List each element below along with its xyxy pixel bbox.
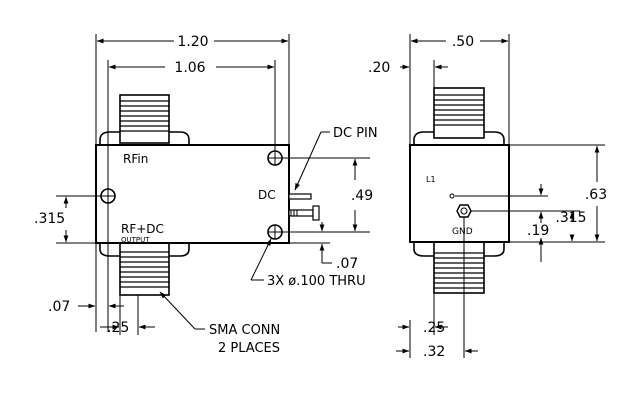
label-rf-in: RFin (123, 152, 148, 166)
label-output: OUTPUT (121, 236, 150, 244)
dc-pin (288, 193, 312, 200)
dim-gnd-height-label: .315 (555, 210, 586, 226)
dim-left-hole-height: .315 (34, 195, 101, 244)
dim-left-offset: .07 (48, 203, 124, 332)
callout-holes-label: 3X ø.100 THRU (267, 274, 366, 289)
dim-l1-to-gnd-label: .19 (527, 223, 549, 239)
dim-dc-pin-height: .49 (282, 157, 373, 233)
dim-connector-offset: .20 (368, 60, 448, 88)
dim-side-connector-width: .25 (398, 293, 448, 336)
dim-overall-width-label: 1.20 (177, 34, 208, 50)
dim-bottom-offset-label: .07 (336, 256, 358, 272)
dc-screw (288, 205, 320, 221)
dim-gnd-height: .315 (471, 210, 587, 242)
dim-gnd-offset: .32 (396, 217, 478, 360)
dim-hole-spacing: 1.06 (107, 60, 276, 189)
dim-dc-pin-height-label: .49 (351, 188, 373, 204)
label-rf-dc: RF+DC (121, 222, 164, 236)
label-l1: L1 (426, 175, 436, 184)
gnd-terminal (456, 204, 472, 218)
side-top-connector (413, 87, 505, 147)
side-bottom-connector (413, 240, 505, 294)
mounting-hole-left (100, 188, 116, 204)
dim-left-hole-height-label: .315 (34, 211, 65, 227)
label-gnd: GND (452, 227, 473, 237)
callout-sma-line2: 2 PLACES (218, 341, 280, 356)
top-sma-connector (99, 94, 190, 147)
dim-side-height-label: .63 (585, 187, 607, 203)
dim-hole-spacing-label: 1.06 (174, 60, 205, 76)
dim-side-height: .63 (509, 144, 607, 243)
callout-dc-pin: DC PIN (294, 126, 378, 191)
dim-left-offset-label: .07 (48, 299, 70, 315)
dim-l1-to-gnd: .19 (455, 184, 549, 262)
front-view: RFin DC RF+DC OUTPUT 1.20 1.06 DC PIN (34, 34, 378, 356)
callout-holes: 3X ø.100 THRU (250, 238, 366, 289)
mounting-hole-top-right (267, 150, 283, 166)
dim-connector-width: .25 (100, 295, 155, 336)
label-dc: DC (258, 188, 276, 202)
callout-sma-line1: SMA CONN (209, 323, 280, 338)
l1-point (449, 193, 455, 199)
callout-dc-pin-label: DC PIN (333, 126, 378, 141)
dim-connector-width-label: .25 (107, 320, 129, 336)
dim-overall-width: 1.20 (95, 34, 290, 145)
dim-connector-offset-label: .20 (368, 60, 390, 76)
mounting-hole-bottom-right (267, 224, 283, 240)
side-view: L1 GND .50 .20 .63 (368, 34, 607, 360)
dim-gnd-offset-label: .32 (423, 344, 445, 360)
dim-bottom-offset: .07 (289, 222, 358, 272)
side-view-body (409, 144, 510, 243)
bottom-sma-connector (99, 241, 190, 296)
callout-sma: SMA CONN 2 PLACES (159, 291, 280, 356)
dim-side-width-label: .50 (452, 34, 474, 50)
dim-side-width: .50 (409, 34, 510, 145)
dim-side-connector-width-label: .25 (423, 320, 445, 336)
